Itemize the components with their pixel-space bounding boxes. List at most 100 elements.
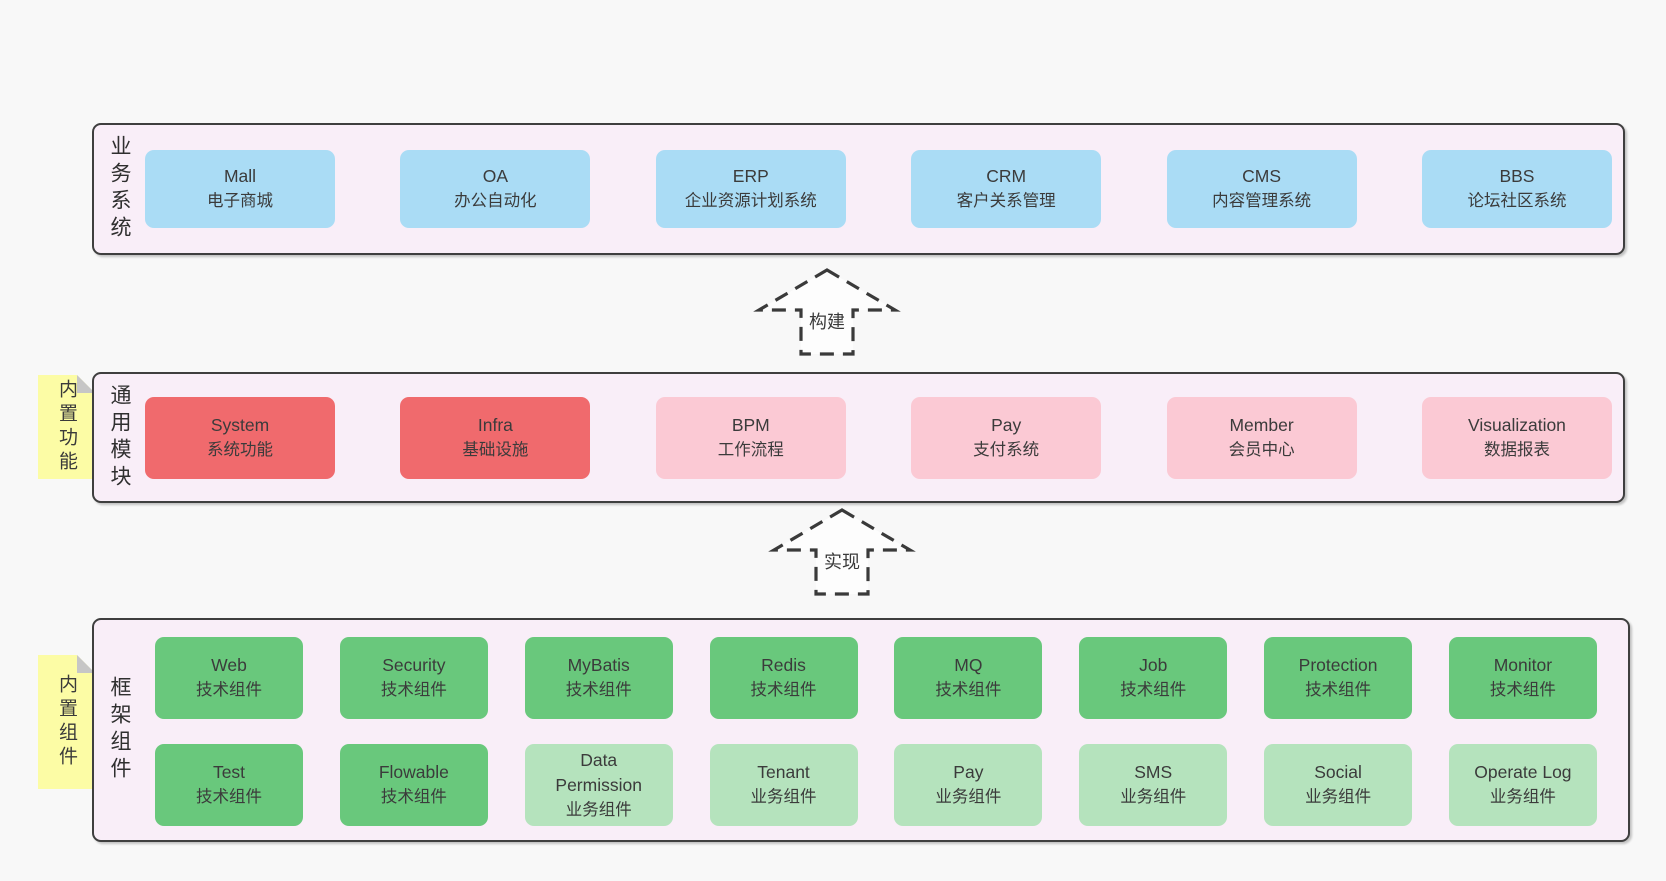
box-title: Test: [212, 762, 246, 782]
box-job: Job 技术组件: [1079, 637, 1228, 719]
box-title: BPM: [731, 414, 770, 435]
box-subtitle: 电子商城: [207, 192, 273, 210]
box-subtitle: 内容管理系统: [1212, 192, 1312, 210]
arrow-implement-up: 实现: [768, 508, 916, 596]
box-title: ERP: [732, 166, 769, 186]
box-title: SMS: [1134, 762, 1173, 782]
box-pay: Pay 业务组件: [894, 744, 1043, 826]
box-security: Security 技术组件: [339, 637, 488, 719]
box-subtitle: 业务组件: [1305, 788, 1372, 806]
box-title: Protection: [1298, 655, 1378, 675]
box-title: Security: [382, 655, 446, 675]
box-title: Data Permission: [555, 749, 642, 795]
arrow-build-up: 构建: [753, 268, 901, 356]
box-monitor: Monitor 技术组件: [1448, 637, 1597, 719]
box-subtitle: 系统功能: [207, 440, 273, 459]
panel-label: 通用模块: [108, 383, 131, 492]
box-title: Tenant: [757, 762, 810, 782]
box-title: MQ: [954, 655, 983, 675]
box-subtitle: 技术组件: [565, 681, 632, 699]
box-title: Member: [1229, 414, 1294, 435]
box-member: Member 会员中心: [1166, 396, 1357, 479]
box-crm: CRM 客户关系管理: [911, 150, 1102, 228]
box-title: CRM: [986, 166, 1027, 186]
box-title: Pay: [953, 762, 984, 782]
box-title: Redis: [761, 655, 806, 675]
box-operate-log: Operate Log 业务组件: [1448, 744, 1597, 826]
panel-label: 业务系统: [108, 135, 131, 243]
box-title: Operate Log: [1474, 762, 1572, 782]
sticky-note-label: 内置组件: [56, 674, 77, 770]
box-test: Test 技术组件: [155, 744, 303, 826]
box-subtitle: 技术组件: [196, 681, 262, 699]
box-title: System: [210, 414, 270, 435]
box-title: Web: [211, 655, 247, 675]
box-title: Flowable: [378, 762, 449, 782]
panel-common-modules: 通用模块 System 系统功能 Infra 基础设施 BPM 工作流程 Pay 支付系统 Me…: [92, 372, 1625, 503]
box-data-permission: Data Permission 业务组件: [524, 744, 673, 826]
arrow-label: 实现: [824, 552, 860, 572]
box-title: CMS: [1242, 166, 1281, 186]
box-subtitle: 技术组件: [1305, 681, 1372, 699]
box-title: Infra: [477, 414, 513, 435]
box-subtitle: 工作流程: [717, 440, 784, 459]
box-subtitle: 技术组件: [750, 681, 817, 699]
box-flowable: Flowable 技术组件: [339, 744, 488, 826]
box-subtitle: 企业资源计划系统: [684, 192, 817, 210]
box-title: Monitor: [1493, 655, 1553, 675]
box-erp: ERP 企业资源计划系统: [655, 150, 846, 228]
box-subtitle: 数据报表: [1483, 440, 1550, 459]
box-subtitle: 技术组件: [1120, 681, 1187, 699]
box-system: System 系统功能: [145, 396, 335, 479]
box-subtitle: 业务组件: [750, 788, 817, 806]
box-bbs: BBS 论坛社区系统: [1421, 150, 1612, 228]
panel-label: 框架组件: [108, 676, 131, 784]
box-visualization: Visualization 数据报表: [1421, 396, 1612, 479]
box-title: Pay: [991, 414, 1022, 435]
box-subtitle: 技术组件: [380, 681, 447, 699]
box-protection: Protection 技术组件: [1264, 637, 1413, 719]
box-subtitle: 论坛社区系统: [1467, 192, 1567, 210]
sticky-note-label: 内置功能: [56, 379, 77, 475]
box-subtitle: 技术组件: [1489, 681, 1556, 699]
box-title: Visualization: [1467, 414, 1566, 435]
arrow-label: 构建: [809, 312, 845, 332]
box-title: BBS: [1499, 166, 1535, 186]
arrow-outline: [768, 508, 916, 596]
box-redis: Redis 技术组件: [709, 637, 858, 719]
box-cms: CMS 内容管理系统: [1166, 150, 1357, 228]
box-mq: MQ 技术组件: [894, 637, 1043, 719]
box-mall: Mall 电子商城: [145, 150, 335, 228]
box-subtitle: 业务组件: [1489, 788, 1556, 806]
box-subtitle: 支付系统: [973, 440, 1040, 459]
box-subtitle: 业务组件: [935, 788, 1002, 806]
box-tenant: Tenant 业务组件: [709, 744, 858, 826]
box-title: OA: [482, 166, 509, 186]
box-subtitle: 基础设施: [462, 440, 529, 459]
box-subtitle: 技术组件: [196, 788, 262, 806]
box-pay: Pay 支付系统: [911, 396, 1102, 479]
box-title: Mall: [223, 166, 257, 186]
sticky-note-builtin-components: 内置组件: [38, 655, 95, 789]
box-web: Web 技术组件: [155, 637, 303, 719]
box-title: Job: [1139, 655, 1168, 675]
box-subtitle: 客户关系管理: [956, 192, 1056, 210]
box-subtitle: 业务组件: [565, 800, 632, 819]
arrow-outline: [753, 268, 901, 356]
sticky-note-builtin-features: 内置功能: [38, 375, 95, 479]
box-title: Social: [1314, 762, 1362, 782]
box-subtitle: 技术组件: [935, 681, 1002, 699]
box-social: Social 业务组件: [1264, 744, 1413, 826]
modules-box-row: System 系统功能 Infra 基础设施 BPM 工作流程 Pay 支付系统 Member 会…: [130, 374, 1623, 501]
box-subtitle: 会员中心: [1228, 440, 1295, 459]
box-subtitle: 技术组件: [380, 788, 447, 806]
